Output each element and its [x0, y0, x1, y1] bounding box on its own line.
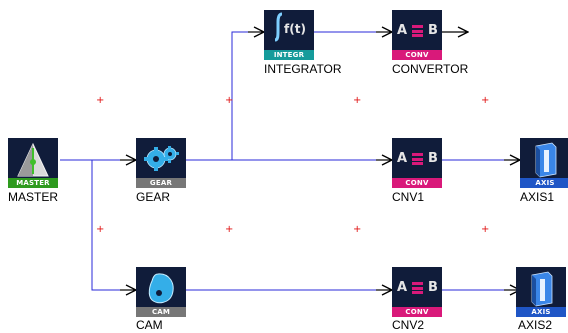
grid-marker: +	[96, 95, 105, 106]
cnv2-tag: CONV	[392, 307, 442, 317]
cnv1-label: CNV1	[392, 190, 425, 204]
wire-gear-integrator	[186, 32, 264, 161]
grid-marker: +	[96, 224, 105, 235]
integrator-tag: INTEGR	[264, 50, 314, 60]
grid-marker: +	[481, 224, 490, 235]
master-label: MASTER	[8, 190, 59, 204]
integrator-node[interactable]: f(t) INTEGR	[264, 10, 314, 60]
conv-b-text: B	[428, 23, 438, 38]
axis2-node[interactable]: AXIS	[516, 267, 566, 317]
axis1-node[interactable]: AXIS	[520, 138, 568, 188]
axis2-label: AXIS2	[518, 318, 553, 332]
cam-label: CAM	[136, 318, 163, 332]
cnv2-label: CNV2	[392, 318, 425, 332]
axis2-tag: AXIS	[516, 307, 566, 317]
convertor-node[interactable]: A B CONV	[392, 10, 442, 60]
cam-tag: CAM	[136, 307, 186, 317]
conv-equal-bars	[412, 282, 423, 294]
convertor-label: CONVERTOR	[392, 62, 469, 76]
cnv2-node[interactable]: A B CONV	[392, 267, 442, 317]
conv-equal-bars	[412, 25, 423, 37]
conv-a-text: A	[397, 151, 408, 166]
conv-b-text: B	[428, 280, 438, 295]
integral-icon-text: f(t)	[284, 22, 306, 36]
gear-node[interactable]: GEAR	[136, 138, 186, 188]
master-tag: MASTER	[8, 178, 58, 188]
convertor-tag: CONV	[392, 50, 442, 60]
gear-tag: GEAR	[136, 178, 186, 188]
grid-marker: +	[353, 224, 362, 235]
axis1-tag: AXIS	[520, 178, 568, 188]
grid-marker: +	[225, 224, 234, 235]
cam-node[interactable]: CAM	[136, 267, 186, 317]
integrator-label: INTEGRATOR	[264, 62, 342, 76]
cnv1-node[interactable]: A B CONV	[392, 138, 442, 188]
conv-equal-bars	[412, 153, 423, 165]
grid-marker: +	[353, 95, 362, 106]
axis1-label: AXIS1	[520, 190, 555, 204]
cnv1-tag: CONV	[392, 178, 442, 188]
wire-master-cam	[91, 160, 136, 290]
conv-b-text: B	[428, 151, 438, 166]
conv-a-text: A	[397, 23, 408, 38]
gear-label: GEAR	[136, 190, 171, 204]
grid-marker: +	[481, 95, 490, 106]
master-node[interactable]: MASTER	[8, 138, 58, 188]
conv-a-text: A	[397, 280, 408, 295]
grid-marker: +	[225, 95, 234, 106]
